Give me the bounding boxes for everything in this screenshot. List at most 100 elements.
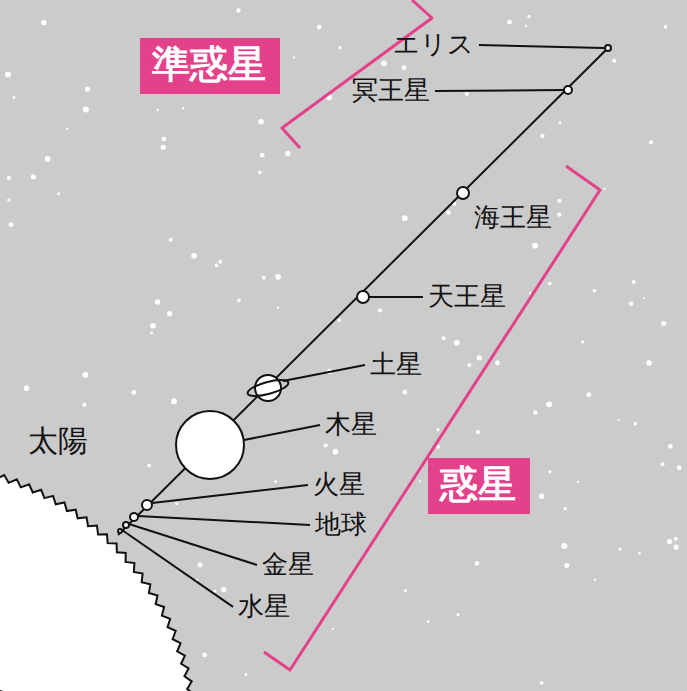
leader-lines: [122, 45, 604, 607]
star: [45, 156, 51, 162]
star: [333, 449, 339, 455]
star: [548, 282, 552, 286]
planet-name: 火星: [313, 470, 365, 500]
star: [244, 673, 247, 676]
star: [155, 299, 160, 304]
star: [24, 385, 30, 391]
star: [338, 46, 341, 49]
star: [215, 264, 219, 268]
leader-line: [479, 45, 604, 48]
star: [167, 311, 172, 316]
star: [533, 410, 538, 415]
star: [529, 292, 531, 294]
star: [475, 561, 480, 566]
star: [31, 174, 36, 179]
star: [7, 176, 11, 180]
star: [332, 628, 334, 630]
star: [436, 445, 440, 449]
star: [539, 494, 544, 499]
star: [661, 321, 666, 326]
star: [561, 543, 567, 549]
star: [258, 119, 264, 125]
star: [546, 401, 552, 407]
star: [674, 537, 678, 541]
star: [564, 563, 569, 568]
star: [457, 613, 460, 616]
star: [213, 590, 216, 593]
star: [507, 20, 512, 25]
star: [161, 145, 166, 150]
star: [402, 390, 407, 395]
star: [191, 253, 197, 259]
star: [285, 151, 290, 156]
star: [668, 444, 673, 449]
planet: [357, 291, 369, 303]
leader-line: [435, 89, 564, 92]
star: [548, 470, 551, 473]
star: [402, 215, 408, 221]
star: [9, 222, 14, 227]
star: [221, 587, 226, 592]
star: [664, 25, 668, 29]
star: [667, 539, 672, 544]
star: [559, 121, 562, 124]
leader-line: [283, 365, 365, 381]
star: [171, 398, 177, 404]
leader-line: [152, 485, 308, 503]
star: [532, 243, 538, 249]
star: [404, 589, 407, 592]
star: [175, 502, 178, 505]
planet: [130, 513, 138, 521]
star: [632, 280, 636, 284]
star: [7, 198, 10, 201]
sun-label: 太陽: [28, 424, 88, 459]
planet: [118, 529, 122, 533]
star: [638, 552, 641, 555]
star: [13, 96, 16, 99]
category-name: 準惑星: [152, 42, 268, 88]
star: [454, 340, 460, 346]
star: [643, 297, 645, 299]
planet-name: 地球: [315, 510, 367, 540]
star: [649, 140, 653, 144]
star: [237, 299, 241, 303]
leader-line: [122, 530, 233, 607]
star: [274, 480, 277, 483]
star: [581, 340, 584, 343]
star: [161, 137, 166, 142]
star: [677, 465, 682, 470]
star: [202, 652, 207, 657]
leader-line: [138, 516, 310, 525]
star: [150, 331, 153, 334]
star: [465, 92, 469, 96]
planet-name: 水星: [238, 592, 290, 622]
star: [262, 276, 266, 280]
star: [557, 199, 561, 203]
star: [477, 355, 482, 360]
star: [150, 323, 156, 329]
star: [540, 681, 544, 685]
star: [182, 107, 184, 109]
star: [324, 443, 328, 447]
star: [82, 403, 86, 407]
star: [527, 15, 530, 18]
sun-surface: [0, 400, 198, 691]
star: [275, 274, 281, 280]
planet: [176, 411, 244, 479]
star: [85, 87, 90, 92]
star: [674, 545, 679, 550]
star: [564, 507, 567, 510]
star: [646, 360, 652, 366]
star: [277, 307, 279, 309]
star: [293, 57, 295, 59]
star: [577, 481, 579, 483]
category-tag: 惑星: [428, 458, 530, 514]
star: [446, 210, 451, 215]
star: [427, 620, 430, 623]
planet-ring: [246, 377, 290, 399]
star: [82, 372, 88, 378]
planet-name: エリス: [393, 30, 474, 60]
star: [540, 134, 544, 138]
